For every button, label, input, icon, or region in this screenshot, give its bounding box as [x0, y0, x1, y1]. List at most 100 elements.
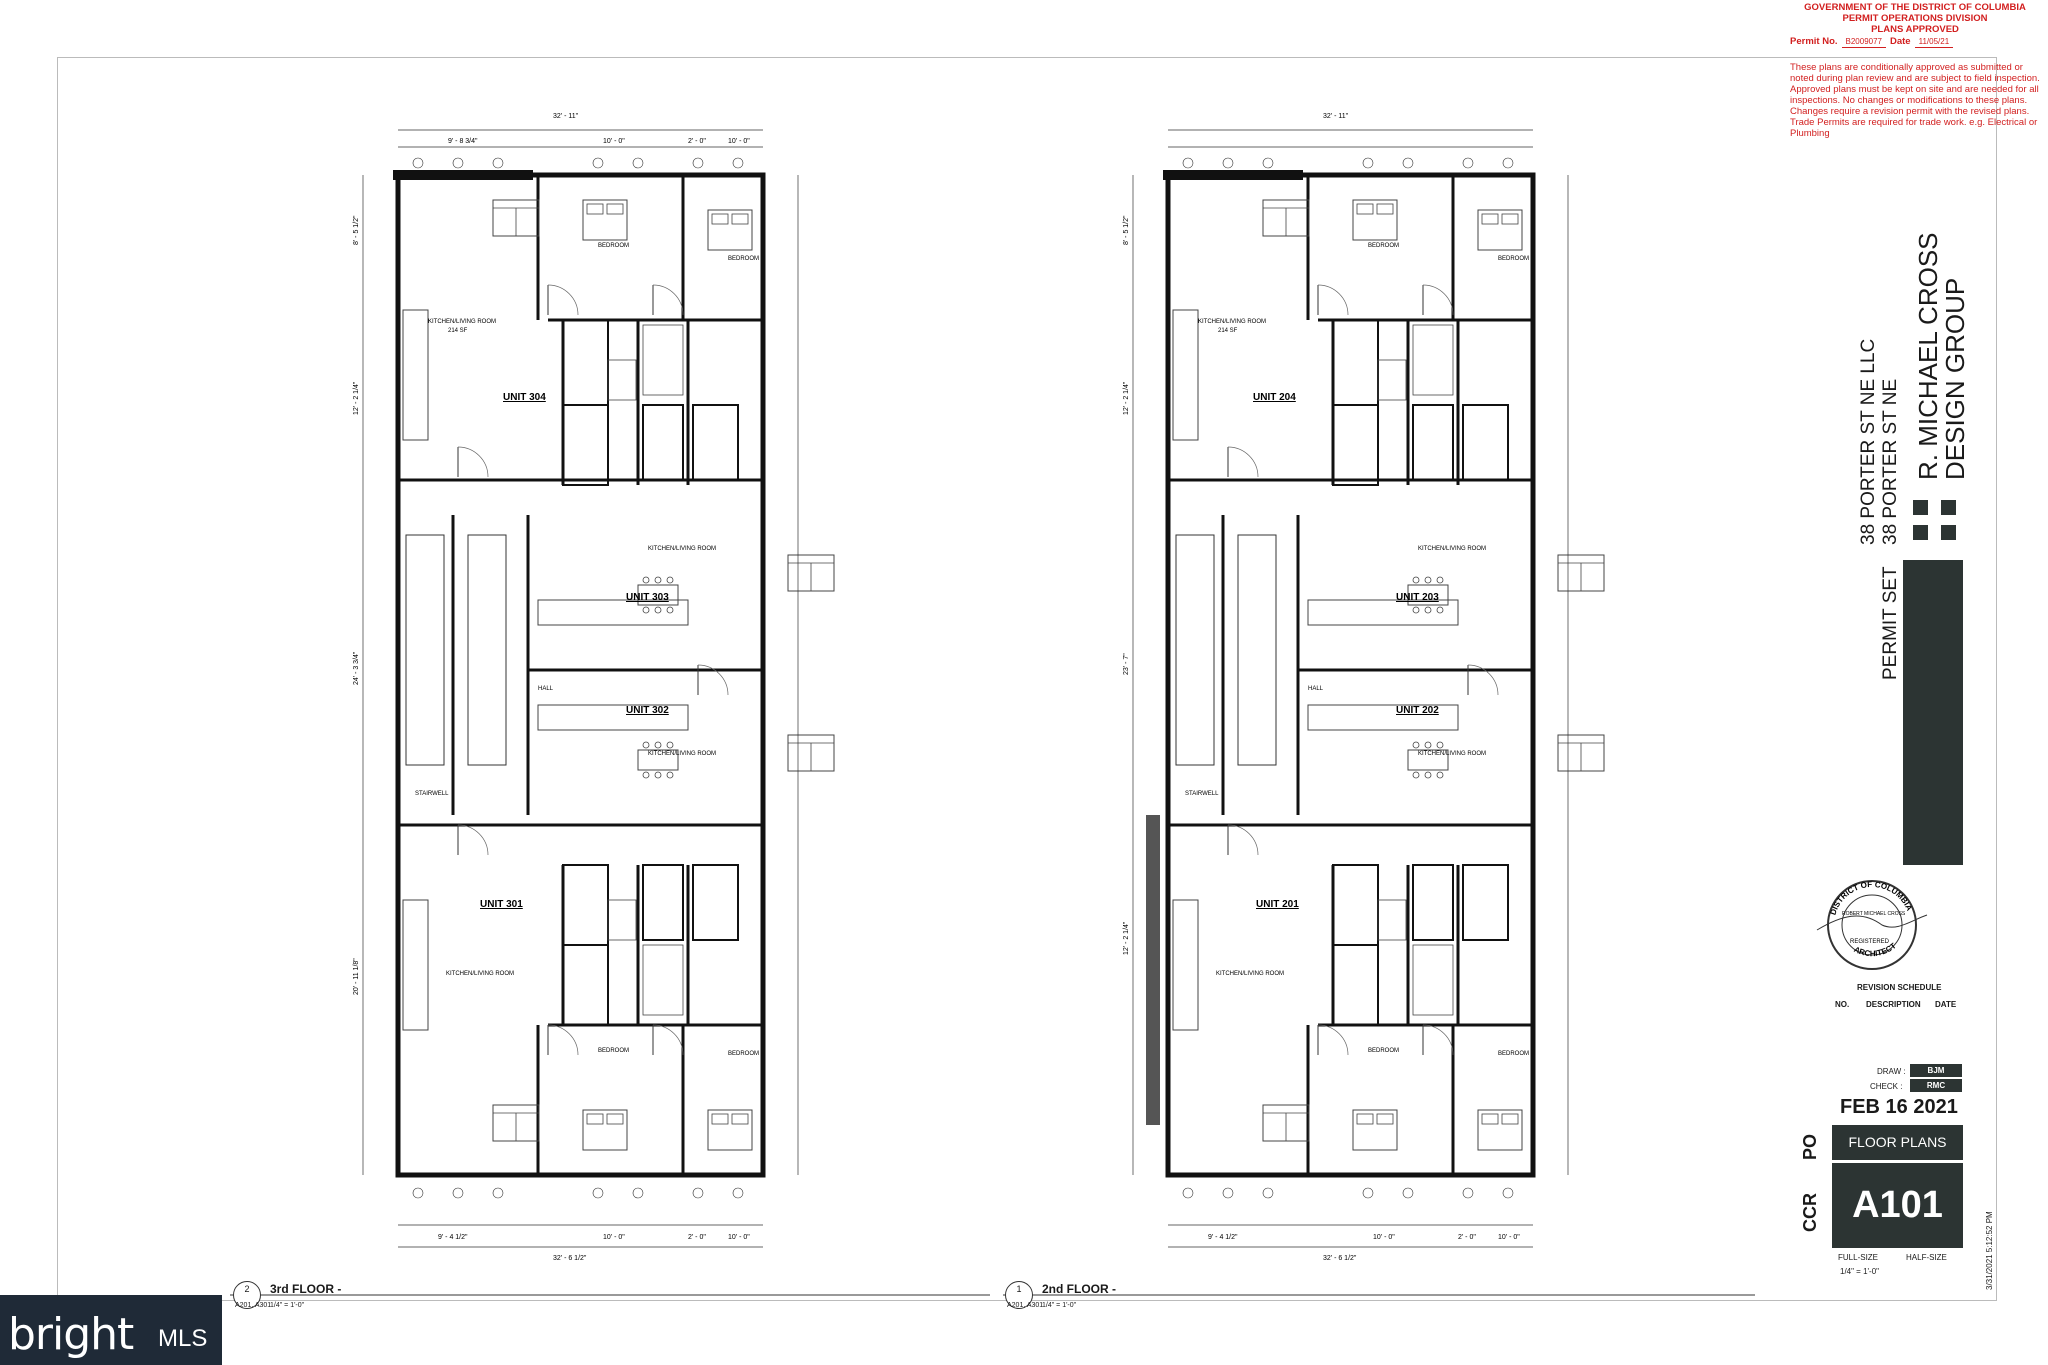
room-name: BEDROOM: [1498, 1051, 1529, 1057]
view-badge: 2: [233, 1281, 261, 1309]
room-name: KITCHEN/LIVING ROOM: [1216, 971, 1284, 977]
unit-label: UNIT 201: [1256, 899, 1299, 910]
project-line2: 38 PORTER ST NE: [1880, 378, 1901, 545]
permit-set: PERMIT SET: [1880, 566, 1901, 680]
room-name: KITCHEN/LIVING ROOM: [428, 319, 496, 325]
room-name: HALL: [1308, 686, 1324, 692]
dimension: 12' - 2 1/4": [1123, 381, 1130, 415]
dimension: 10' - 0": [1498, 1234, 1520, 1241]
view-number: 2: [244, 1284, 250, 1294]
room-area: 214 SF: [448, 328, 468, 334]
size-half: HALF-SIZE: [1906, 1253, 1947, 1262]
title-dark-bar: [1903, 560, 1963, 865]
revision-title: REVISION SCHEDULE: [1857, 983, 1942, 992]
room-name: KITCHEN/LIVING ROOM: [1198, 319, 1266, 325]
dimension: 9' - 4 1/2": [438, 1234, 468, 1241]
dimension: 8' - 5 1/2": [353, 215, 360, 245]
dimension: 2' - 0": [1458, 1234, 1476, 1241]
unit-label: UNIT 203: [1396, 592, 1439, 603]
logo-mark: [1913, 525, 1928, 540]
dimension: 8' - 5 1/2": [1123, 215, 1130, 245]
dimension: 10' - 0": [728, 1234, 750, 1241]
revision-col-description: DESCRIPTION: [1866, 1000, 1921, 1009]
project-line1: 38 PORTER ST NE LLC: [1858, 338, 1879, 545]
logo-mark: [1941, 500, 1956, 515]
ccr-mark: CCR: [1800, 1193, 1820, 1232]
view-ref: A201, A301: [1007, 1302, 1044, 1309]
unit-label: UNIT 302: [626, 705, 669, 716]
unit-label: UNIT 303: [626, 592, 669, 603]
stamp-status: PLANS APPROVED: [1871, 24, 1959, 35]
dimension: 12' - 2 1/4": [1123, 921, 1130, 955]
dimension: 23' - 7": [1123, 653, 1130, 675]
room-area: 214 SF: [1218, 328, 1238, 334]
dimension: 10' - 0": [728, 138, 750, 145]
watermark-brand: bright: [8, 1309, 134, 1360]
check-label: CHECK :: [1870, 1082, 1903, 1091]
mls-watermark: bright MLS: [0, 1295, 222, 1365]
view-scale: 1/4" = 1'-0": [270, 1302, 305, 1309]
view-ref: A201, A301: [235, 1302, 272, 1309]
draw-label: DRAW :: [1877, 1067, 1906, 1076]
dimension: 10' - 0": [603, 138, 625, 145]
dimension: 12' - 2 1/4": [353, 381, 360, 415]
stamp-division: PERMIT OPERATIONS DIVISION: [1842, 13, 1988, 24]
po-mark: PO: [1800, 1133, 1820, 1160]
dimension: 9' - 8 3/4": [448, 138, 478, 145]
draw-value: BJM: [1910, 1064, 1962, 1077]
unit-label: UNIT 301: [480, 899, 523, 910]
sheet-number: A101: [1832, 1163, 1963, 1248]
room-name: BEDROOM: [1368, 1048, 1399, 1054]
stamp-permit-row: Permit No. B2009077 Date 11/05/21: [1790, 36, 2040, 48]
room-name: STAIRWELL: [1185, 791, 1219, 797]
room-name: BEDROOM: [598, 1048, 629, 1054]
stamp-agency: GOVERNMENT OF THE DISTRICT OF COLUMBIA: [1804, 2, 2026, 13]
unit-label: UNIT 304: [503, 392, 546, 403]
dimension: 2' - 0": [688, 138, 706, 145]
dimension: 32' - 6 1/2": [553, 1255, 587, 1262]
dimension: 9' - 4 1/2": [1208, 1234, 1238, 1241]
room-name: BEDROOM: [728, 256, 759, 262]
dimension: 32' - 6 1/2": [1323, 1255, 1357, 1262]
check-value: RMC: [1910, 1079, 1962, 1092]
date-label: Date: [1890, 36, 1911, 47]
view-title: 2nd FLOOR -: [1042, 1282, 1116, 1296]
plot-timestamp: 3/31/2021 5:12:52 PM: [1985, 1211, 1994, 1290]
revision-col-date: DATE: [1935, 1000, 1957, 1009]
watermark-suffix: MLS: [158, 1325, 208, 1352]
unit-label: UNIT 204: [1253, 392, 1296, 403]
view-title: 3rd FLOOR -: [270, 1282, 342, 1296]
permit-label: Permit No.: [1790, 36, 1838, 47]
view-scale-wrap: 1/4" = 1'-0": [270, 1296, 304, 1310]
view-ref-wrap: A201, A301: [235, 1296, 271, 1310]
view-scale: 1/4" = 1'-0": [1042, 1302, 1077, 1309]
sheet-title: FLOOR PLANS: [1832, 1125, 1963, 1160]
room-name: KITCHEN/LIVING ROOM: [648, 751, 716, 757]
architect-seal: DISTRICT OF COLUMBIA ARCHITECT REGISTERE…: [1816, 880, 1928, 970]
view-scale-wrap: 1/4" = 1'-0": [1042, 1296, 1076, 1310]
seal-middle: REGISTERED: [1850, 939, 1890, 945]
revision-col-no: NO.: [1835, 1000, 1850, 1009]
size-full: FULL-SIZE: [1838, 1253, 1879, 1262]
plan-3rd-floor: UNIT 304 UNIT 303 UNIT 302 UNIT 301 KITC…: [353, 113, 834, 1262]
permit-number: B2009077: [1841, 36, 1886, 48]
view-ref-wrap: A201, A301: [1007, 1296, 1043, 1310]
dimension: 20' - 11 1/8": [353, 958, 360, 995]
room-name: KITCHEN/LIVING ROOM: [1418, 546, 1486, 552]
dimension: 32' - 11": [1323, 113, 1349, 120]
room-name: BEDROOM: [1368, 243, 1399, 249]
room-name: BEDROOM: [728, 1051, 759, 1057]
title-scale: 1/4" = 1'-0": [1840, 1267, 1880, 1276]
unit-label: UNIT 202: [1396, 705, 1439, 716]
room-name: STAIRWELL: [415, 791, 449, 797]
drawing-date: FEB 16 2021: [1840, 1096, 1958, 1118]
dimension: 32' - 11": [553, 113, 579, 120]
room-name: KITCHEN/LIVING ROOM: [648, 546, 716, 552]
view-badge: 1: [1005, 1281, 1033, 1309]
room-name: BEDROOM: [598, 243, 629, 249]
view-number: 1: [1016, 1284, 1022, 1294]
logo-mark: [1913, 500, 1928, 515]
permit-date: 11/05/21: [1914, 36, 1954, 48]
dimension: 10' - 0": [1373, 1234, 1395, 1241]
seal-name: ROBERT MICHAEL CROSS: [1842, 911, 1906, 917]
